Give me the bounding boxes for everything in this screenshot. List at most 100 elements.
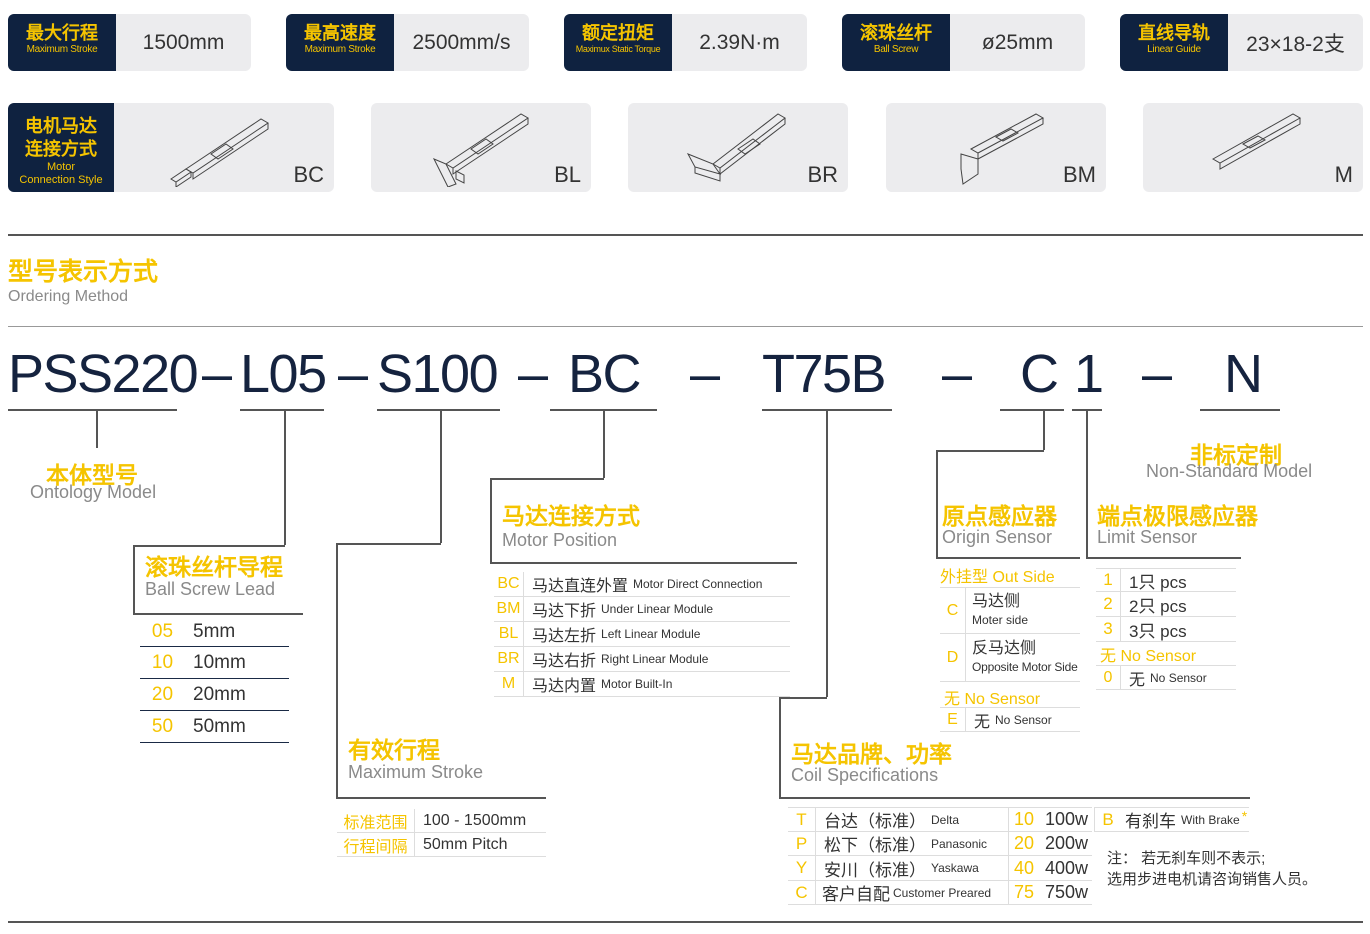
model-origin: C — [1020, 344, 1059, 404]
spec-value: 2500mm/s — [412, 30, 511, 54]
model-lead: L05 — [240, 344, 327, 404]
model-nonstd: N — [1224, 344, 1263, 404]
spec-label-en: Linear Guide — [1147, 44, 1201, 55]
position-title: 马达连接方式 — [502, 503, 640, 529]
motor-card-bl: BL — [371, 103, 591, 192]
spec-label-en: Maximux Static Torque — [575, 44, 661, 54]
divider — [8, 326, 1363, 327]
stroke-title: 有效行程 — [348, 737, 440, 763]
model-dash: – — [202, 344, 232, 404]
divider — [8, 921, 1363, 923]
linear-module-icon — [686, 113, 786, 182]
linear-module-icon — [960, 113, 1045, 185]
position-subtitle: Motor Position — [502, 530, 618, 550]
divider — [8, 234, 1363, 236]
lead-subtitle: Ball Screw Lead — [145, 579, 276, 599]
origin-outside-head: 外挂型 Out Side — [940, 569, 1055, 586]
spec-label-en: Maximum Stroke — [304, 44, 376, 55]
section-title: 型号表示方式 — [8, 258, 159, 286]
model-body: PSS220 — [8, 344, 199, 404]
motor-code: BM — [1063, 162, 1096, 187]
spec-label-en: Maximum Stroke — [26, 44, 98, 55]
spec-label: 滚珠丝杆 — [860, 23, 932, 43]
model-dash: – — [942, 344, 972, 404]
model-motor-position: BC — [568, 344, 642, 404]
motor-card-bm: BM — [886, 103, 1106, 192]
ontology-subtitle: Ontology Model — [30, 482, 157, 502]
lead-title: 滚珠丝杆导程 — [145, 554, 283, 580]
spec-label: 最大行程 — [26, 23, 98, 43]
spec-label: 直线导轨 — [1138, 23, 1210, 43]
motor-style-label: 连接方式 — [25, 139, 97, 159]
linear-module-icon — [1211, 113, 1302, 170]
motor-code: BR — [807, 162, 838, 187]
linear-module-icon — [170, 118, 269, 187]
model-stroke: S100 — [377, 344, 499, 404]
spec-label: 最高速度 — [304, 23, 376, 43]
spec-value: ø25mm — [981, 30, 1054, 54]
limit-title: 端点极限感应器 — [1097, 503, 1258, 529]
coil-subtitle: Coil Specifications — [791, 765, 939, 785]
coil-title: 马达品牌、功率 — [791, 741, 952, 767]
model-dash: – — [518, 344, 548, 404]
motor-code: BC — [293, 162, 324, 187]
model-dash: – — [690, 344, 720, 404]
model-dash: – — [1142, 344, 1172, 404]
spec-value: 2.39N·m — [699, 30, 780, 54]
motor-code: M — [1334, 162, 1353, 187]
motor-style-label: 电机马达 — [25, 116, 97, 136]
ontology-title: 本体型号 — [46, 462, 138, 488]
limit-subtitle: Limit Sensor — [1097, 527, 1198, 547]
spec-label-en: Ball Screw — [873, 44, 919, 55]
origin-none-head: 无 No Sensor — [944, 691, 1041, 708]
spec-label: 额定扭矩 — [582, 23, 654, 43]
motor-style-label-en: Connection Style — [19, 174, 103, 186]
origin-title: 原点感应器 — [942, 503, 1057, 529]
nonstd-title: 非标定制 — [1190, 442, 1282, 468]
nonstd-subtitle: Non-Standard Model — [1146, 461, 1313, 481]
spec-value: 1500mm — [142, 30, 225, 54]
motor-card-br: BR — [628, 103, 848, 192]
model-coil: T75B — [762, 344, 887, 404]
limit-none-head: 无 No Sensor — [1096, 642, 1236, 666]
motor-card-m: M — [1143, 103, 1363, 192]
model-dash: – — [338, 344, 368, 404]
origin-subtitle: Origin Sensor — [942, 527, 1053, 547]
coil-note: 注： 若无刹车则不表示;选用步进电机请咨询销售人员。 — [1107, 850, 1318, 888]
spec-value: 23×18-2支 — [1246, 32, 1345, 56]
linear-module-icon — [432, 113, 529, 187]
stroke-subtitle: Maximum Stroke — [348, 762, 484, 782]
motor-style-label-en: Motor — [46, 161, 76, 173]
motor-code: BL — [554, 162, 581, 187]
